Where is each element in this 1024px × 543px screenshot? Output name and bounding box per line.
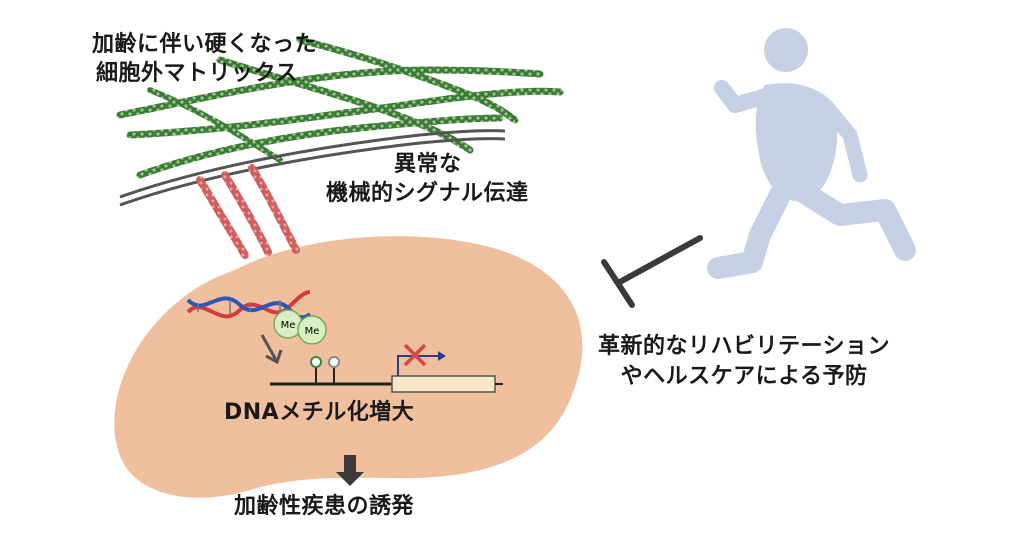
runner-silhouette-icon: [707, 28, 916, 279]
inhibition-icon: [601, 235, 703, 308]
mechanical-signal-label: 異常な 機械的シグナル伝達: [326, 150, 529, 208]
ecm-label-line2: 細胞外マトリックス: [96, 61, 298, 86]
methyl-label-1: Me: [281, 320, 296, 331]
integrin-helices: [196, 164, 300, 259]
methyl-groups: Me Me: [273, 309, 327, 345]
disease-label: 加齢性疾患の誘発: [234, 494, 415, 519]
rehab-label-line2: やヘルスケアによる予防: [620, 364, 868, 389]
dna-methylation-label: DNAメチル化増大: [224, 400, 415, 425]
down-arrow-icon: [336, 455, 364, 486]
methyl-label-2: Me: [305, 326, 320, 337]
cell-membrane: [119, 129, 506, 207]
ecm-fibers: [116, 36, 564, 179]
gene-locus: [270, 343, 503, 393]
rehab-label-line1: 革新的なリハビリテーション: [598, 334, 891, 359]
mech-label-line2: 機械的シグナル伝達: [326, 181, 529, 206]
mech-label-line1: 異常な: [394, 152, 462, 177]
ecm-label: 加齢に伴い硬くなった 細胞外マトリックス: [92, 30, 317, 88]
methylation-arrow: [260, 334, 283, 365]
ecm-label-line1: 加齢に伴い硬くなった: [92, 32, 318, 57]
rehab-label: 革新的なリハビリテーション やヘルスケアによる予防: [598, 332, 890, 392]
cell-body: [114, 236, 583, 498]
